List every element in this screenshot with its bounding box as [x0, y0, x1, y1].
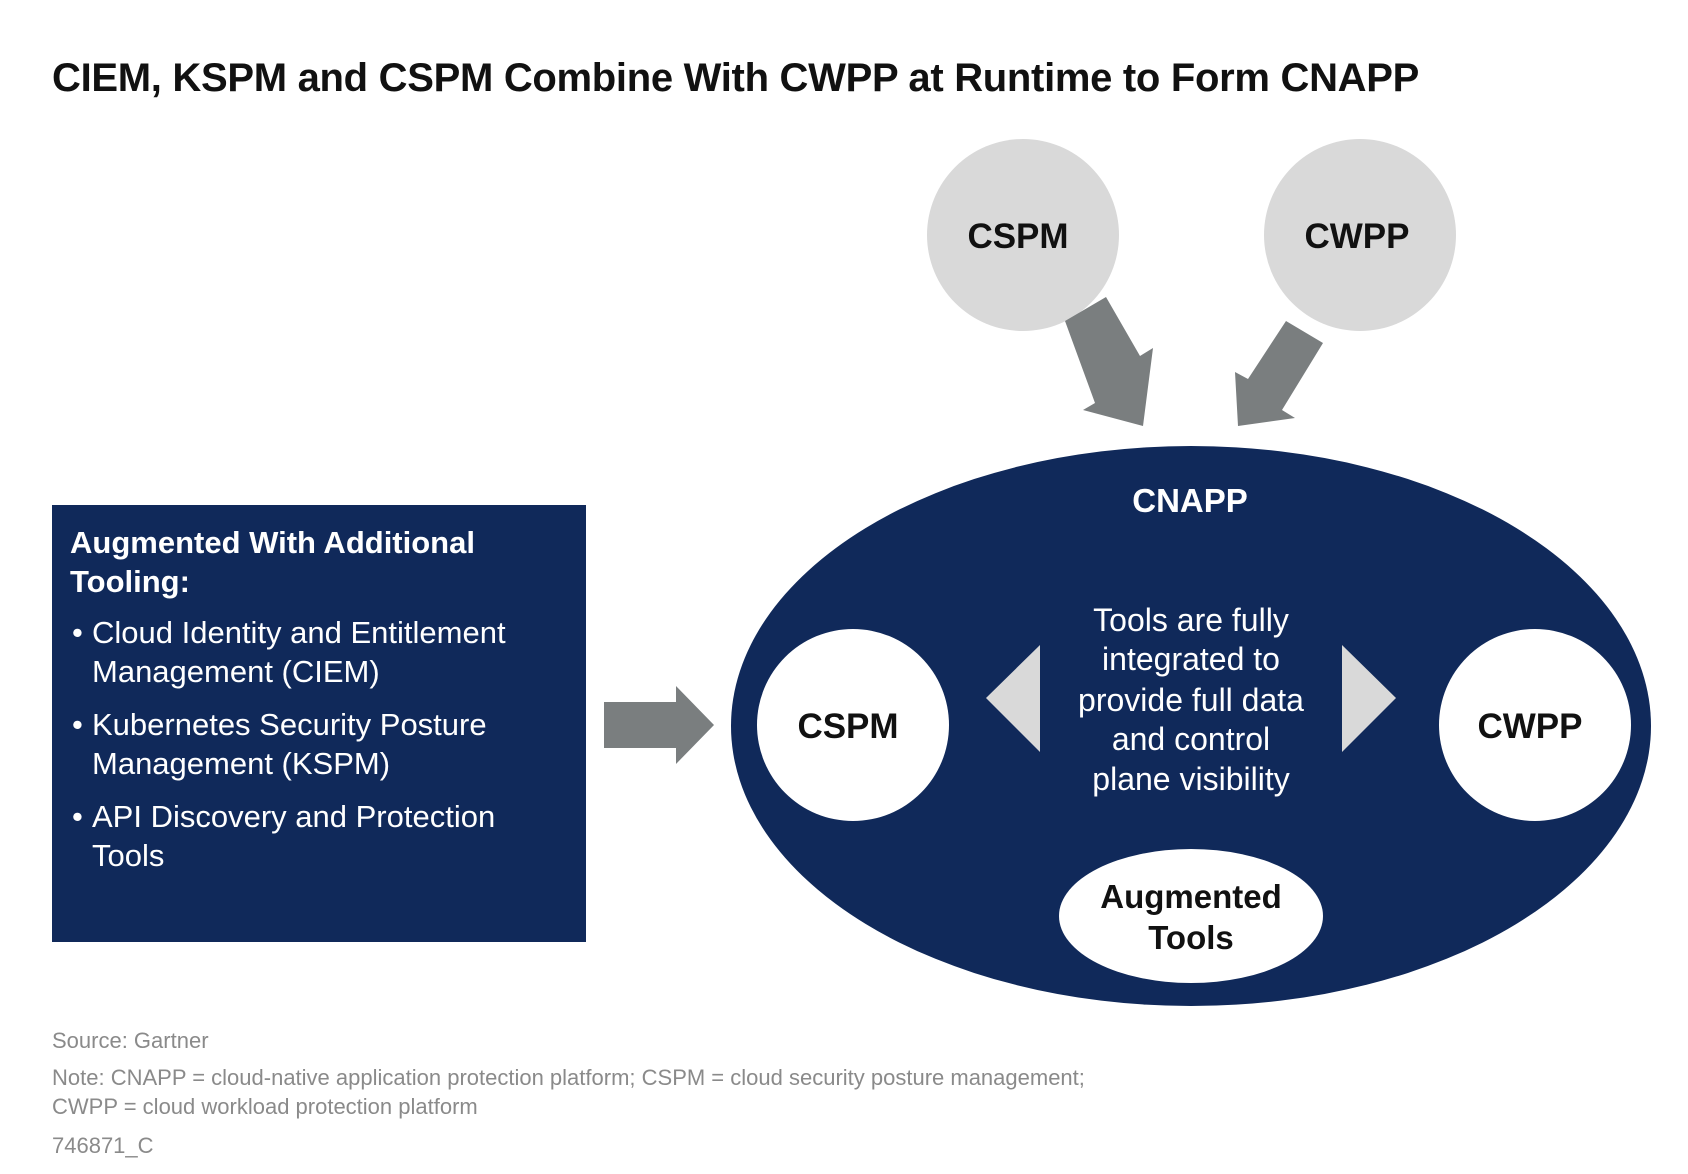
abbreviation-note-line-2: CWPP = cloud workload protection platfor…	[52, 1094, 478, 1119]
diagram-title: CIEM, KSPM and CSPM Combine With CWPP at…	[52, 56, 1420, 100]
center-text-line: integrated to	[1102, 641, 1280, 677]
list-item: • Kubernetes Security Posture Management…	[70, 705, 568, 783]
list-item-text: API Discovery and Protection Tools	[92, 799, 496, 873]
cnapp-center-text: Tools are fully integrated to provide fu…	[1078, 602, 1304, 797]
augmented-tools-oval	[1059, 849, 1323, 983]
bullet-icon: •	[72, 707, 83, 742]
list-item: • API Discovery and Protection Tools	[70, 797, 568, 875]
top-circle-cspm	[927, 139, 1119, 331]
center-text-line: Tools are fully	[1093, 602, 1289, 638]
augmented-tools-line: Augmented	[1100, 878, 1282, 915]
center-text-line: and control	[1112, 721, 1270, 757]
inner-circle-cspm	[757, 629, 949, 821]
list-item: • Cloud Identity and Entitlement Managem…	[70, 613, 568, 691]
top-circle-cwpp-label: CWPP	[1305, 217, 1410, 256]
arrow-cspm-to-cnapp	[1065, 297, 1153, 426]
augmented-tooling-box: Augmented With Additional Tooling: • Clo…	[52, 505, 586, 942]
inner-circle-cwpp	[1439, 629, 1631, 821]
inner-circle-cwpp-label: CWPP	[1478, 707, 1583, 746]
top-circle-cwpp	[1264, 139, 1456, 331]
augmented-tooling-heading: Augmented With Additional Tooling:	[70, 525, 475, 599]
arrow-cwpp-to-cnapp	[1235, 321, 1323, 426]
source-note: Source: Gartner	[52, 1028, 209, 1053]
center-text-line: plane visibility	[1092, 761, 1289, 797]
augmented-tooling-list: • Cloud Identity and Entitlement Managem…	[70, 613, 568, 875]
augmented-tools-line: Tools	[1148, 919, 1234, 956]
bullet-icon: •	[72, 799, 83, 834]
list-item-text: Kubernetes Security Posture Management (…	[92, 707, 487, 781]
left-triangle-arrow	[986, 645, 1040, 752]
bullet-icon: •	[72, 615, 83, 650]
right-triangle-arrow	[1342, 645, 1396, 752]
figure-id: 746871_C	[52, 1133, 154, 1158]
cnapp-label: CNAPP	[1132, 482, 1248, 519]
arrow-tooling-to-cnapp	[604, 686, 714, 764]
augmented-tools-label: Augmented Tools	[1100, 878, 1282, 956]
abbreviation-note-line-1: Note: CNAPP = cloud-native application p…	[52, 1065, 1085, 1090]
center-text-line: provide full data	[1078, 682, 1304, 718]
top-circle-cspm-label: CSPM	[967, 217, 1068, 256]
list-item-text: Cloud Identity and Entitlement Managemen…	[92, 615, 506, 689]
cnapp-ellipse	[731, 446, 1651, 1006]
inner-circle-cspm-label: CSPM	[797, 707, 898, 746]
